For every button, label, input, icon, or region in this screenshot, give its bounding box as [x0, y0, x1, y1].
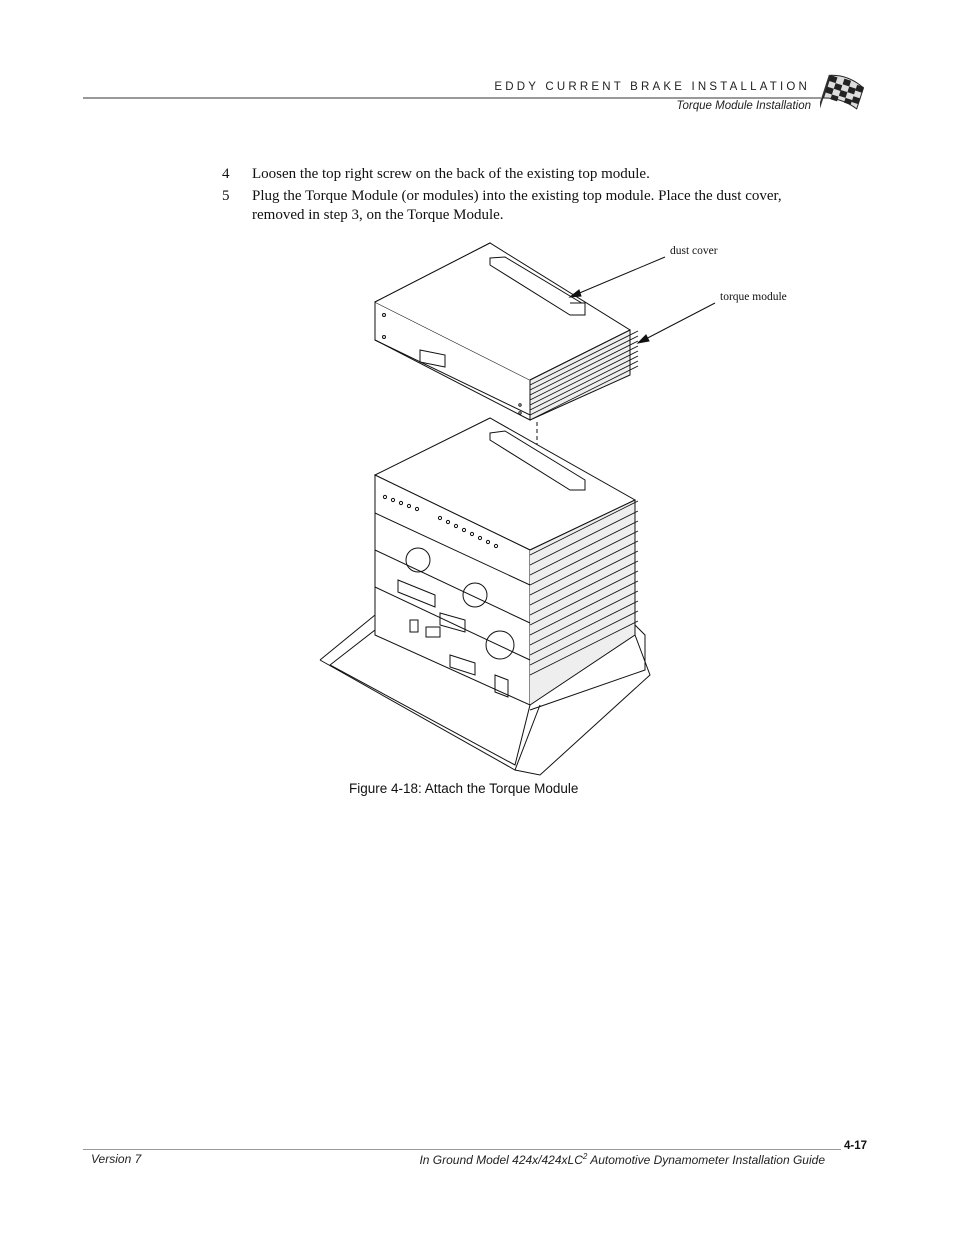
step-text: Loosen the top right screw on the back o… [252, 166, 650, 182]
existing-module-stack [373, 417, 639, 706]
section-title: EDDY CURRENT BRAKE INSTALLATION [494, 81, 810, 93]
step-item: 5 Plug the Torque Module (or modules) in… [222, 187, 822, 225]
instruction-steps: 4 Loosen the top right screw on the back… [222, 165, 822, 228]
header-rule [83, 97, 821, 99]
step-number: 4 [222, 166, 230, 182]
guide-title-text-end: Automotive Dynamometer Installation Guid… [587, 1153, 825, 1167]
figure-torque-module: dust cover torque module [300, 235, 820, 780]
footer-guide-title: In Ground Model 424x/424xLC2 Automotive … [419, 1152, 825, 1167]
footer-version: Version 7 [91, 1152, 142, 1166]
footer-rule [83, 1149, 841, 1150]
page-number: 4-17 [844, 1140, 868, 1152]
module-stack-illustration [319, 242, 716, 776]
guide-title-text: In Ground Model 424x/424xLC [419, 1153, 583, 1167]
stand [319, 613, 651, 776]
figure-caption: Figure 4-18: Attach the Torque Module [349, 781, 579, 796]
subsection-title: Torque Module Installation [676, 100, 811, 112]
torque-module-unit [374, 242, 639, 421]
torque-module-label: torque module [720, 291, 787, 303]
checkered-flag-icon [820, 74, 865, 110]
step-text: Plug the Torque Module (or modules) into… [252, 188, 782, 223]
step-number: 5 [222, 188, 230, 204]
step-item: 4 Loosen the top right screw on the back… [222, 165, 822, 184]
guide-title-superscript: 2 [582, 1152, 588, 1161]
dust-cover-label: dust cover [670, 245, 718, 257]
